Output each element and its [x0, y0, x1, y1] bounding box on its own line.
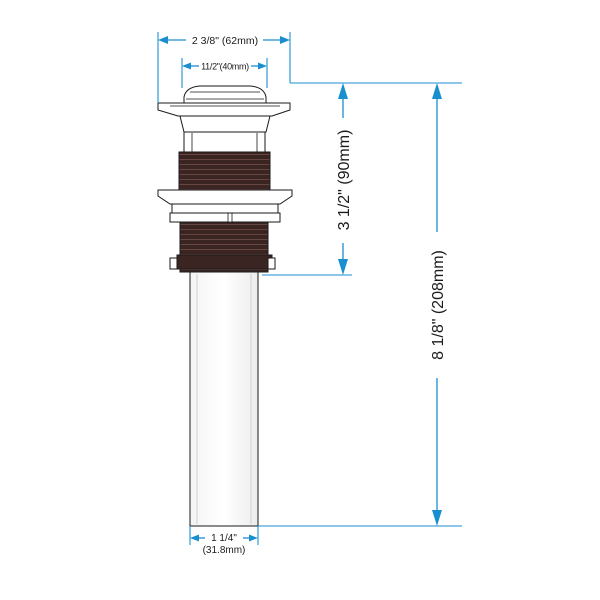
cap-width-label: 11/2"(40mm)	[201, 62, 249, 72]
pipe-width-mm-label: (31.8mm)	[203, 545, 246, 556]
washer-lower	[169, 212, 281, 223]
drain-body	[157, 85, 293, 527]
pipe-width-inch-label: 1 1/4"	[211, 533, 237, 544]
stem	[183, 131, 266, 153]
top-flange	[157, 102, 291, 117]
upper-thread	[178, 151, 271, 191]
tail-pipe	[189, 271, 259, 527]
neck	[179, 115, 271, 133]
top-width-label: 2 3/8" (62mm)	[192, 35, 258, 47]
mid-flange	[157, 189, 293, 205]
dimension-top-width: 2 3/8" (62mm)	[157, 32, 291, 103]
total-height-label: 8 1/8" (208mm)	[430, 250, 447, 360]
popup-cap	[183, 85, 267, 104]
washer-upper	[171, 203, 279, 214]
dimension-cap-width: 11/2"(40mm)	[181, 58, 268, 88]
body-height-label: 3 1/2" (90mm)	[336, 130, 353, 231]
locknut	[176, 254, 273, 270]
dimension-total-height: 8 1/8" (208mm)	[430, 83, 447, 526]
dimension-body-height: 3 1/2" (90mm)	[336, 83, 353, 275]
dimension-pipe-width: 1 1/4" (31.8mm)	[189, 526, 259, 556]
